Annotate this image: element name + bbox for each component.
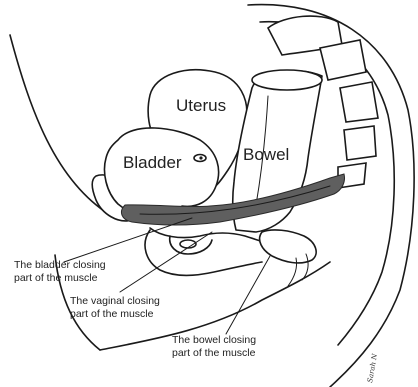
- bowel-opening: [252, 70, 322, 90]
- vaginal-callout-line: [120, 232, 212, 292]
- bowel-label: Bowel: [243, 145, 289, 164]
- bladder-label: Bladder: [123, 153, 182, 172]
- bladder-callout-line: [64, 218, 192, 262]
- vaginal-callout-line2: part of the muscle: [70, 308, 154, 320]
- bladder-callout-line1: The bladder closing: [14, 259, 106, 271]
- labia-outline: [145, 230, 262, 276]
- artist-signature: Sarah N: [366, 352, 379, 383]
- ureter-dot: [199, 156, 202, 159]
- vaginal-callout-line1: The vaginal closing: [70, 295, 160, 307]
- bowel-callout-line2: part of the muscle: [172, 347, 256, 359]
- bowel-callout-line1: The bowel closing: [172, 334, 256, 346]
- uterus-label: Uterus: [176, 96, 226, 115]
- bladder-callout-line2: part of the muscle: [14, 272, 98, 284]
